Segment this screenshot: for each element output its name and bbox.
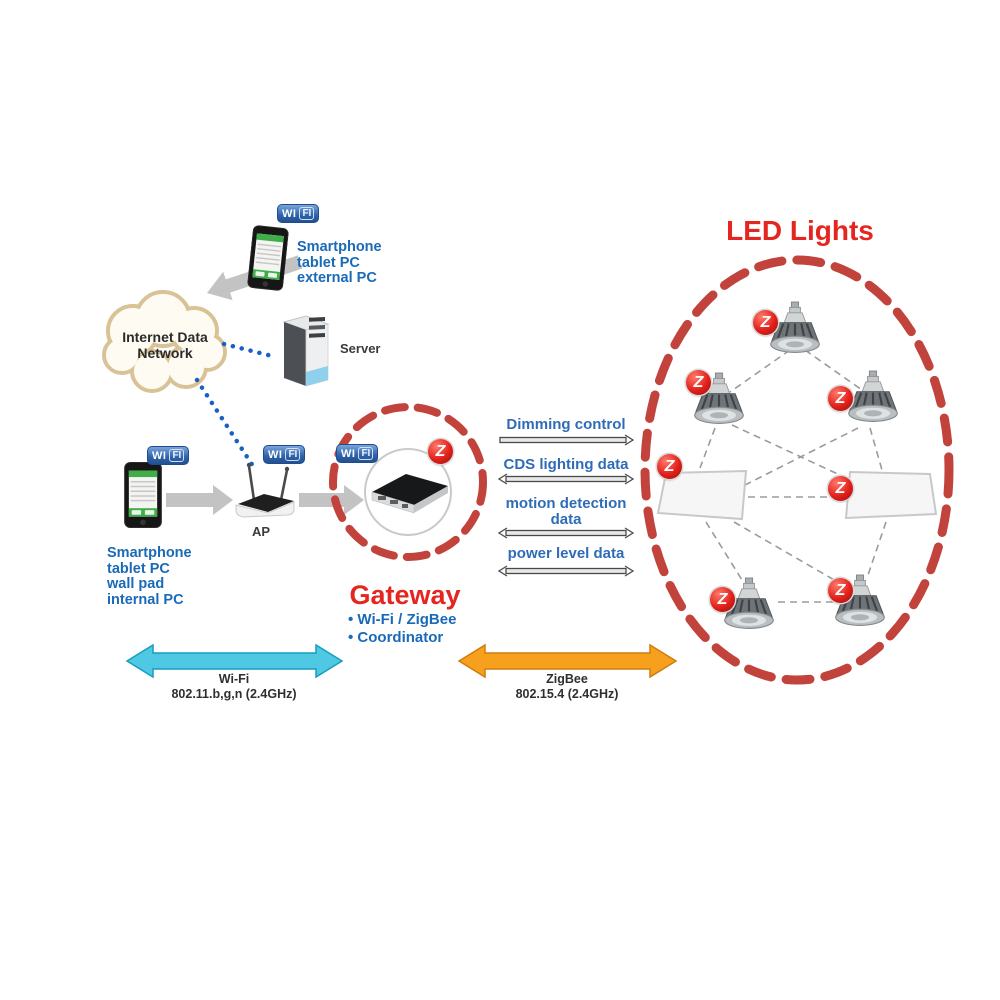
led-lamp-icon-3 <box>847 369 899 423</box>
wifi-band-spec: 802.11.b,g,n (2.4GHz) <box>171 687 297 701</box>
led-title: LED Lights <box>726 215 874 246</box>
ap-label: AP <box>251 524 271 539</box>
led-lamp-icon-1 <box>769 300 821 354</box>
zigbee-mesh-links <box>699 349 887 603</box>
led-panel-icon-1 <box>656 469 748 521</box>
server-label: Server <box>340 341 381 356</box>
cloud-shape <box>102 290 227 393</box>
dotted-link-cloud-server <box>221 341 279 360</box>
gateway-bullet-2: • Coordinator <box>348 629 444 646</box>
gateway-title: Gateway <box>349 580 461 610</box>
ap-router-icon <box>235 462 295 518</box>
led-group-dashed-ellipse <box>640 255 954 685</box>
arrow-phone-to-ap <box>166 485 233 515</box>
zigbee-badge-lamp-4: Z <box>710 587 735 612</box>
flow-label-2: CDS lighting data <box>503 456 629 473</box>
dotted-link-cloud-ap <box>194 377 256 469</box>
gateway-bullet-1: • Wi-Fi / ZigBee <box>348 611 457 628</box>
led-panel-icon-2 <box>844 470 938 520</box>
smartphone-top-icon <box>246 224 290 292</box>
flow-label-4: power level data <box>507 545 625 562</box>
gateway-dashed-circle <box>329 403 487 561</box>
zigbee-band-label: ZigBee <box>546 672 588 686</box>
wifi-band-label: Wi-Fi <box>218 672 250 686</box>
zigbee-badge-panel-1: Z <box>657 454 682 479</box>
top-client-label: Smartphone tablet PC external PC <box>297 239 382 286</box>
zigbee-badge-panel-2: Z <box>828 476 853 501</box>
flow-label-3: motion detection data <box>505 495 627 528</box>
zigbee-band-arrow <box>457 643 678 679</box>
zigbee-band-spec: 802.15.4 (2.4GHz) <box>515 687 619 701</box>
wifi-band-arrow <box>125 643 344 679</box>
gateway-device-icon <box>364 448 452 536</box>
zigbee-badge-lamp-3: Z <box>828 386 853 411</box>
zigbee-badge-lamp-1: Z <box>753 310 778 335</box>
cloud-label: Internet Data Network <box>122 329 208 361</box>
zigbee-badge-lamp-5: Z <box>828 578 853 603</box>
bottom-client-label: Smartphone tablet PC wall pad internal P… <box>107 545 192 608</box>
zigbee-badge-gateway: Z <box>428 439 453 464</box>
server-icon <box>282 315 330 387</box>
flow-label-1: Dimming control <box>506 416 626 433</box>
smartphone-bottom-icon <box>123 462 163 528</box>
zigbee-badge-lamp-2: Z <box>686 370 711 395</box>
flow-arrows <box>497 434 635 577</box>
